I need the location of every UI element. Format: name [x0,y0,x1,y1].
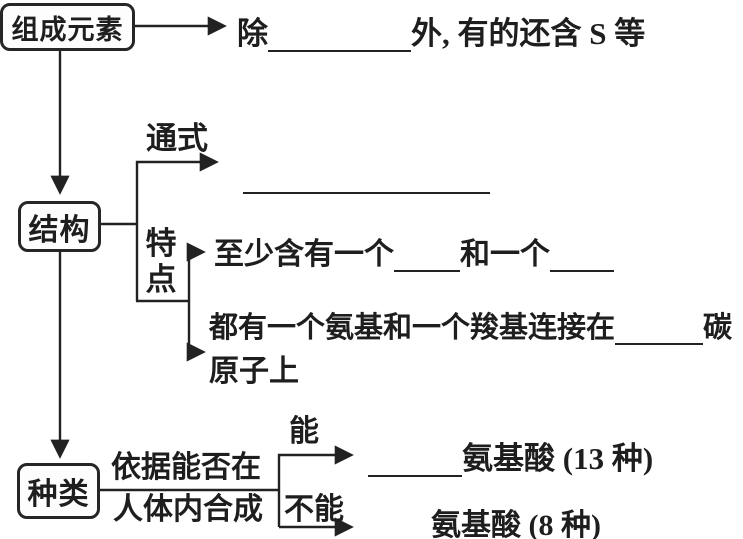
feature2-row: 都有一个氨基和一个羧基连接在 碳 [209,304,732,346]
feature2-part2: 碳 [703,312,733,344]
general-formula-label: 通式 [146,121,208,156]
blank-general-formula [243,192,490,194]
feature2-part3: 原子上 [209,355,299,388]
cannot-result-row: 氨基酸 (8 种) [366,500,601,539]
can-result-text: 氨基酸 (13 种) [462,441,654,476]
node-composition-label: 组成元素 [11,14,124,45]
arrow-feature-1 [186,242,206,301]
blank-can-result [368,446,462,477]
blank-composition-elements [268,21,411,52]
node-composition-elements: 组成元素 [0,3,135,51]
blank-feature1-a [394,242,460,272]
feature1-part1: 至少含有一个 [214,238,394,271]
node-types-label: 种类 [27,478,90,511]
cannot-label: 不能 [284,493,344,526]
cannot-result-text: 氨基酸 (8 种) [431,509,601,539]
arrow-general-formula [135,152,219,301]
arrow-feature-2 [186,301,206,362]
can-result-row: 氨基酸 (13 种) [368,433,653,478]
composition-note-suffix: 外, 有的还含 S 等 [411,16,646,51]
blank-feature2 [615,315,704,345]
blank-cannot-result [366,513,431,539]
blank-feature1-b [550,242,614,272]
node-structure-label: 结构 [28,213,91,247]
feature1-row: 至少含有一个 和一个 [214,229,614,273]
composition-note-row: 除 外, 有的还含 S 等 [237,8,645,53]
feature2-part1: 都有一个氨基和一个羧基连接在 [209,312,616,344]
features-label: 特点 [145,226,177,297]
composition-note-prefix: 除 [237,16,268,51]
node-structure: 结构 [18,201,101,252]
can-label: 能 [289,415,319,448]
feature1-part2: 和一个 [460,238,550,271]
types-criteria-line2: 人体内合成 [113,493,263,526]
arrow-can [277,445,354,527]
node-types: 种类 [17,463,100,519]
types-criteria-line1: 依据能否在 [111,451,261,484]
